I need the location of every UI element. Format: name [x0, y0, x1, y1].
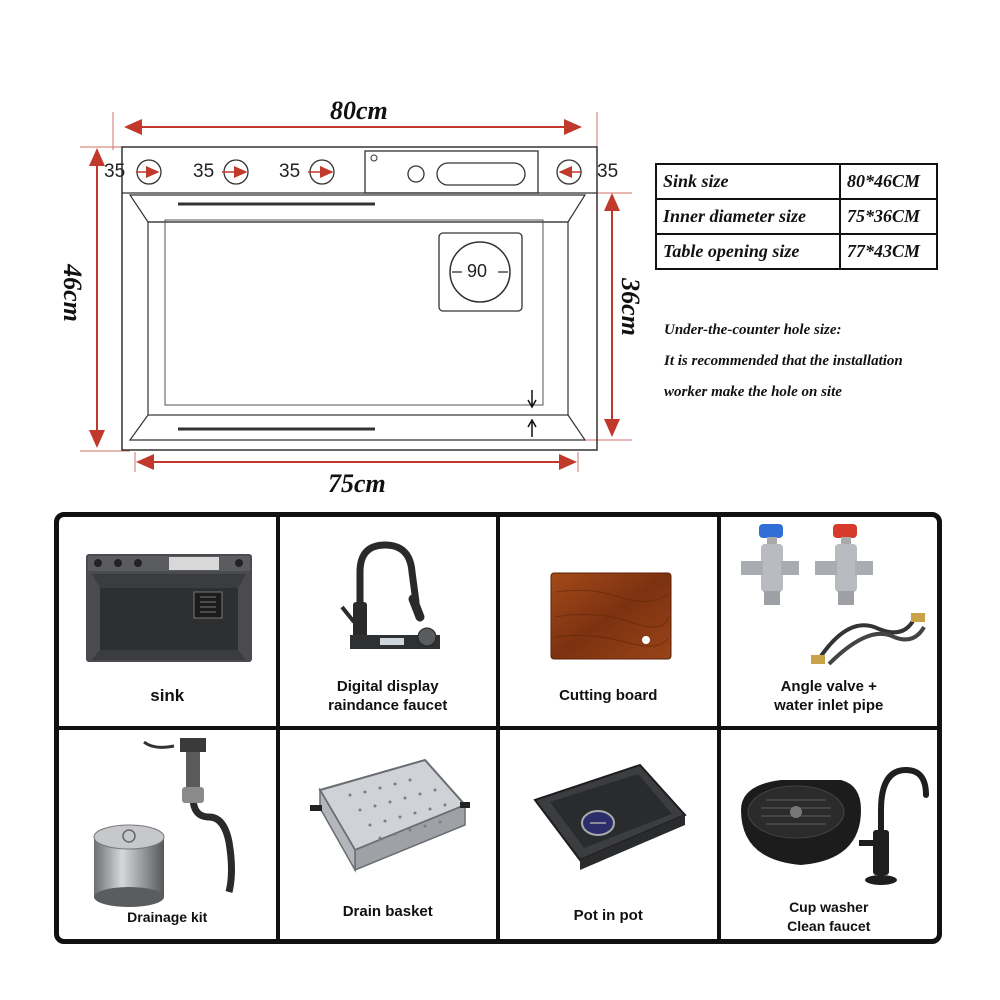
spec-row: Inner diameter size 75*36CM	[655, 198, 938, 235]
note-line: It is recommended that the installation	[664, 353, 903, 369]
spec-label: Sink size	[655, 163, 841, 200]
hole-label-3: 35	[279, 161, 301, 182]
spec-value: 75*36CM	[839, 198, 938, 235]
item-drainage-kit: Drainage kit	[59, 730, 276, 939]
note-line: Under-the-counter hole size:	[664, 322, 842, 338]
cutting-board-icon	[550, 572, 672, 660]
item-label: Cutting board	[559, 687, 658, 704]
hole-label-1: 35	[104, 161, 126, 182]
angle-valve-icon	[740, 524, 926, 666]
pot-in-pot-icon	[533, 763, 687, 870]
item-cup-washer: Cup washer Clean faucet	[720, 730, 937, 939]
drainage-kit-icon	[93, 738, 235, 907]
item-cutting-board: Cutting board	[500, 517, 717, 726]
cup-washer-icon	[740, 766, 929, 885]
note-line: worker make the hole on site	[664, 384, 842, 400]
inner-height-label: 36cm	[616, 278, 645, 336]
item-label: Drain basket	[342, 903, 433, 920]
drain-circle	[449, 241, 511, 303]
item-label: Digital display raindance faucet	[328, 678, 448, 714]
spec-row: Sink size 80*46CM	[655, 163, 938, 200]
sink-dimension-diagram	[80, 112, 632, 472]
extension-lines	[80, 112, 632, 472]
sink-outline	[121, 146, 598, 451]
control-panel	[364, 150, 539, 194]
item-sink: sink	[59, 517, 276, 726]
included-items-grid: sink Digital display raindance faucet C	[54, 512, 942, 944]
sink-icon	[86, 554, 252, 662]
item-pot-in-pot: Pot in pot	[500, 730, 717, 939]
drain-box	[438, 232, 523, 312]
spec-row: Table opening size 77*43CM	[655, 233, 938, 270]
item-drain-basket: Drain basket	[279, 730, 496, 939]
item-faucet: Digital display raindance faucet	[279, 517, 496, 726]
spec-label: Table opening size	[655, 233, 841, 270]
item-angle-valve: Angle valve + water inlet pipe	[720, 517, 937, 726]
item-label: Angle valve + water inlet pipe	[774, 678, 884, 714]
faucet-icon	[339, 541, 440, 649]
inner-width-label: 75cm	[328, 469, 386, 498]
spec-value: 77*43CM	[839, 233, 938, 270]
drain-label: 90	[467, 261, 488, 281]
spec-label: Inner diameter size	[655, 198, 841, 235]
installation-note: Under-the-counter hole size: It is recom…	[664, 315, 903, 408]
spec-value: 80*46CM	[839, 163, 938, 200]
item-label: Pot in pot	[573, 907, 643, 924]
height-label: 46cm	[58, 264, 87, 322]
hole-label-2: 35	[193, 161, 215, 182]
spec-table: Sink size 80*46CM Inner diameter size 75…	[655, 163, 938, 270]
hole-label-4: 35	[597, 161, 619, 182]
item-label: sink	[150, 686, 185, 705]
width-label: 80cm	[330, 96, 388, 125]
item-label: Cup washer Clean faucet	[787, 899, 871, 934]
item-label: Drainage kit	[127, 909, 208, 925]
faucet-holes	[136, 159, 582, 185]
drain-basket-icon	[309, 758, 470, 873]
